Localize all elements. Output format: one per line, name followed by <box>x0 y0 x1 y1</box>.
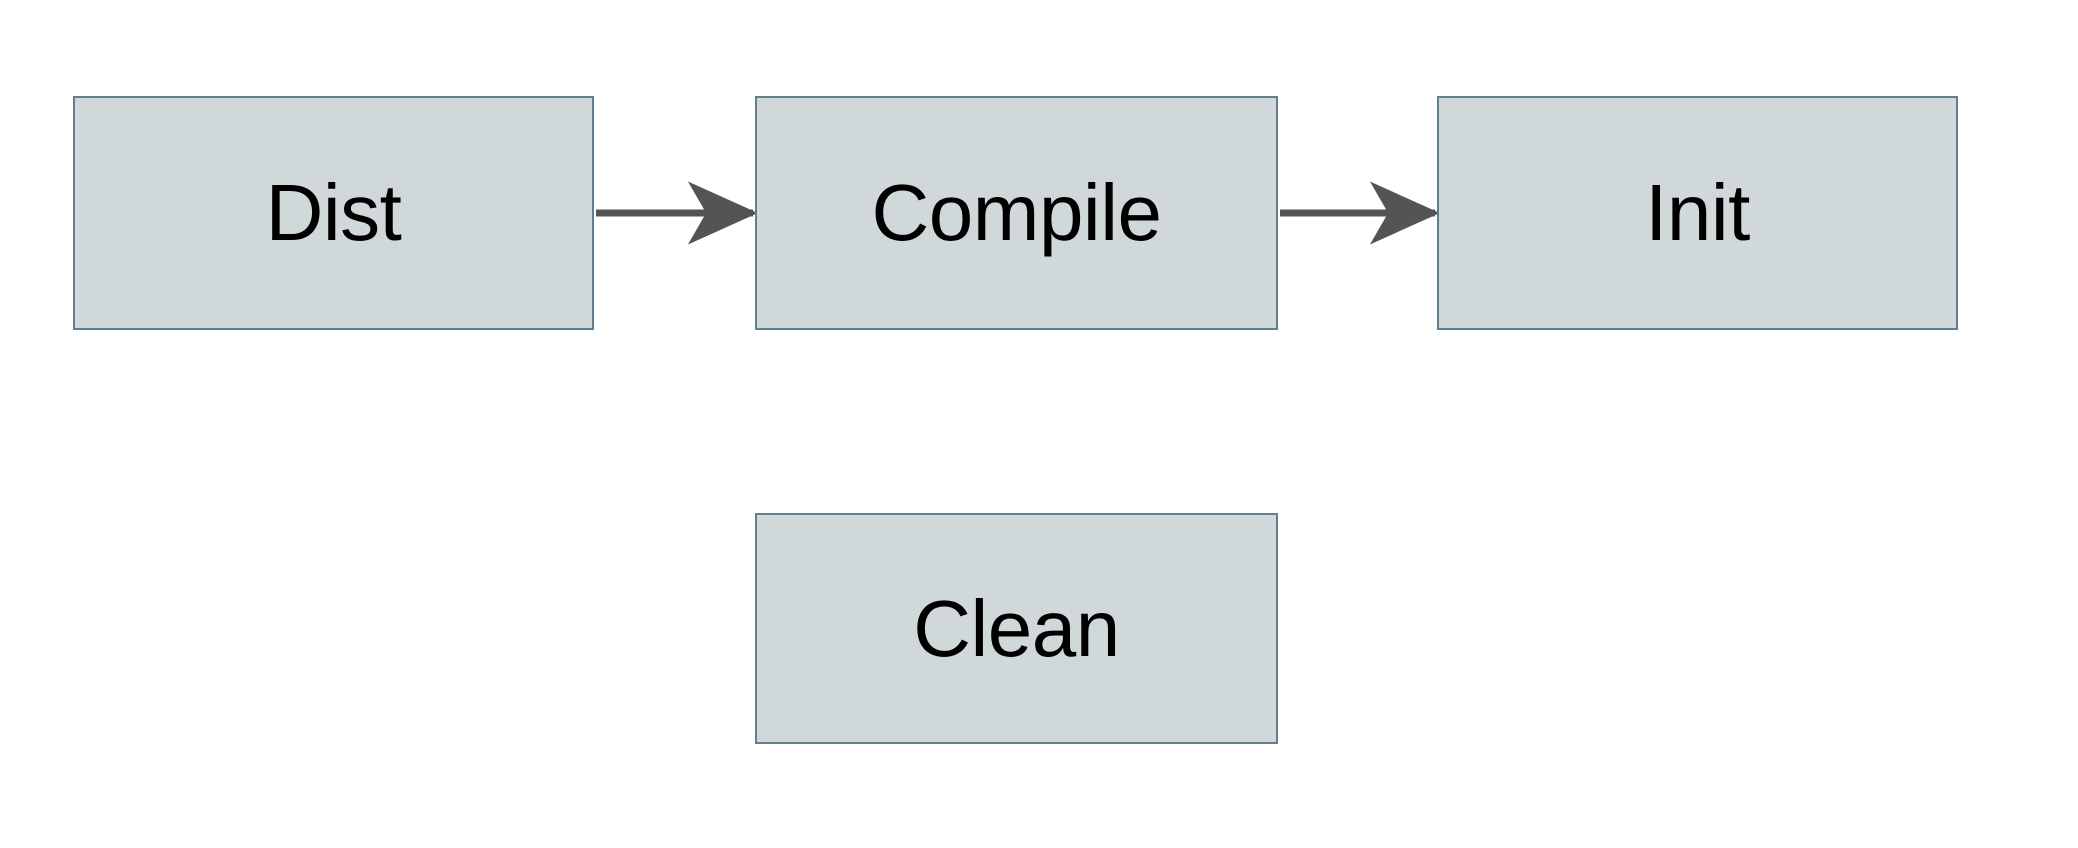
node-compile-label: Compile <box>871 168 1162 257</box>
node-clean[interactable]: Clean <box>755 513 1278 744</box>
edge-compile-to-init-hitbox[interactable] <box>1280 199 1435 227</box>
node-init[interactable]: Init <box>1437 96 1958 330</box>
node-clean-label: Clean <box>913 583 1120 673</box>
node-dist-label: Dist <box>265 168 402 257</box>
edge-dist-to-compile-hitbox[interactable] <box>596 199 753 227</box>
node-compile[interactable]: Compile <box>755 96 1278 330</box>
node-dist[interactable]: Dist <box>73 96 594 330</box>
node-init-label: Init <box>1645 168 1750 257</box>
